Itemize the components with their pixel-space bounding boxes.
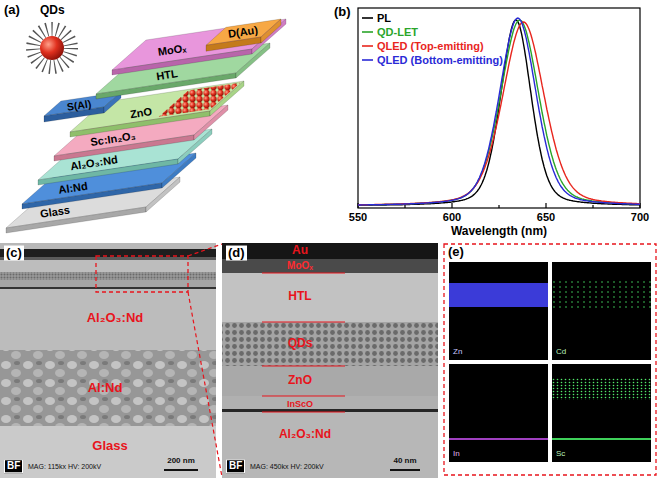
- plot-frame: [358, 8, 640, 208]
- tick-label: 700: [631, 211, 649, 224]
- element-label: Sc: [556, 449, 565, 458]
- tick-label: 600: [443, 211, 461, 224]
- tick-label: 550: [349, 211, 367, 224]
- layer-slab: D(Au): [206, 19, 281, 51]
- mode-label: BF: [4, 459, 23, 473]
- panel-letter: (a): [4, 3, 20, 18]
- eds-maps: [449, 262, 651, 462]
- qd-label: QDs: [40, 4, 65, 18]
- scale-label: 200 nm: [167, 456, 195, 465]
- layer-label: Al₂O₃:Nd: [279, 428, 331, 442]
- scale-label: 40 nm: [393, 456, 416, 465]
- layer-label: Au: [292, 244, 308, 258]
- tem-image-high: [222, 243, 438, 478]
- panel-letter: (c): [4, 246, 24, 261]
- spectrum-curve: [358, 20, 640, 205]
- panel-letter: (d): [226, 246, 247, 261]
- legend-swatches: [362, 18, 373, 60]
- panel-letter: (e): [448, 245, 464, 260]
- imaging-info: MAG: 115kx HV: 200kV: [28, 463, 101, 471]
- layer-label: MoOₓ: [287, 260, 313, 272]
- slab-face: [6, 207, 146, 233]
- layer-label: InScO: [287, 399, 313, 409]
- imaging-info: MAG: 450kx HV: 200kV: [250, 463, 324, 471]
- layer-label: HTL: [288, 290, 311, 304]
- zoom-box: [96, 256, 188, 292]
- slab-face: [210, 81, 244, 116]
- layer-label: Al:Nd: [88, 381, 123, 396]
- legend-text: PL: [377, 12, 391, 25]
- zoom-lines: [188, 244, 222, 477]
- eds-panel: [444, 244, 656, 475]
- slab-face: [261, 19, 281, 43]
- qd-ligands: [33, 29, 71, 67]
- element-label: In: [453, 449, 460, 458]
- legend-text: QLED (Bottom-emitting): [377, 54, 503, 67]
- layer-label: QDs: [288, 337, 313, 351]
- element-label: Cd: [556, 347, 566, 356]
- tem-image-low: [0, 243, 216, 478]
- slab-face: [112, 19, 286, 70]
- slab-face: [38, 129, 212, 180]
- qd-core: [40, 36, 64, 60]
- layer-label: Al₂O₃:Nd: [87, 311, 144, 326]
- spectrum-curve: [358, 18, 640, 205]
- panel-letter: (b): [334, 5, 351, 20]
- boundary-lines: [262, 273, 345, 412]
- layer-label: Glass: [92, 439, 127, 454]
- slab-face: [22, 183, 162, 209]
- spectrum-curve: [358, 22, 640, 205]
- legend-text: QLED (Top-emitting): [377, 40, 484, 53]
- mode-label: BF: [226, 459, 245, 473]
- tick-label: 650: [537, 211, 555, 224]
- element-label: Zn: [453, 347, 462, 356]
- slab-face: [22, 153, 196, 204]
- axis-title: Wavelength (nm): [451, 225, 547, 239]
- spectrum-curve: [358, 20, 640, 205]
- legend-text: QD-LET: [377, 26, 418, 39]
- layer-label: ZnO: [288, 374, 312, 388]
